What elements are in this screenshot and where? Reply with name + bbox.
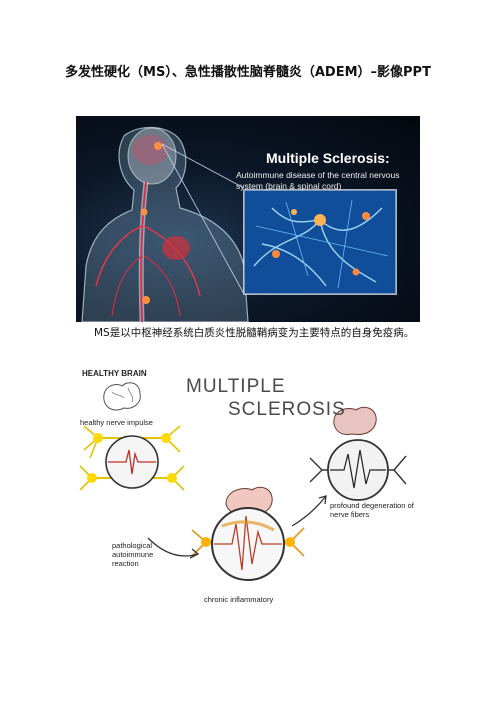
ms-diagram: HEALTHY BRAIN healthy nerve impulse MULT… bbox=[76, 366, 420, 604]
label-healthy-brain: HEALTHY BRAIN bbox=[82, 369, 147, 378]
label-degeneration: profound degeneration of nerve fibers bbox=[330, 501, 414, 519]
label-chronic-inflammatory: chronic inflammatory bbox=[204, 595, 274, 604]
body-nerve-graphic bbox=[81, 126, 397, 322]
ms-definition-paragraph: MS是以中枢神经系统白质炎性脱髓鞘病变为主要特点的自身免疫病。 bbox=[94, 327, 415, 339]
document-title: 多发性硬化（MS）、急性播散性脑脊髓炎（ADEM）–影像PPT bbox=[65, 65, 431, 80]
figure1-heading: Multiple Sclerosis: bbox=[266, 150, 390, 166]
ms-diagram-graphic bbox=[79, 382, 407, 581]
heading-sclerosis: SCLEROSIS bbox=[228, 399, 346, 420]
figure1-subheading: Autoimmune disease of the central nervou… bbox=[236, 170, 400, 191]
label-healthy-impulse: healthy nerve impulse bbox=[80, 418, 153, 427]
label-pathological-reaction: pathological autoimmune reaction bbox=[112, 541, 154, 568]
ms-body-illustration: Multiple Sclerosis: Autoimmune disease o… bbox=[76, 116, 420, 322]
heading-multiple: MULTIPLE bbox=[186, 376, 286, 397]
